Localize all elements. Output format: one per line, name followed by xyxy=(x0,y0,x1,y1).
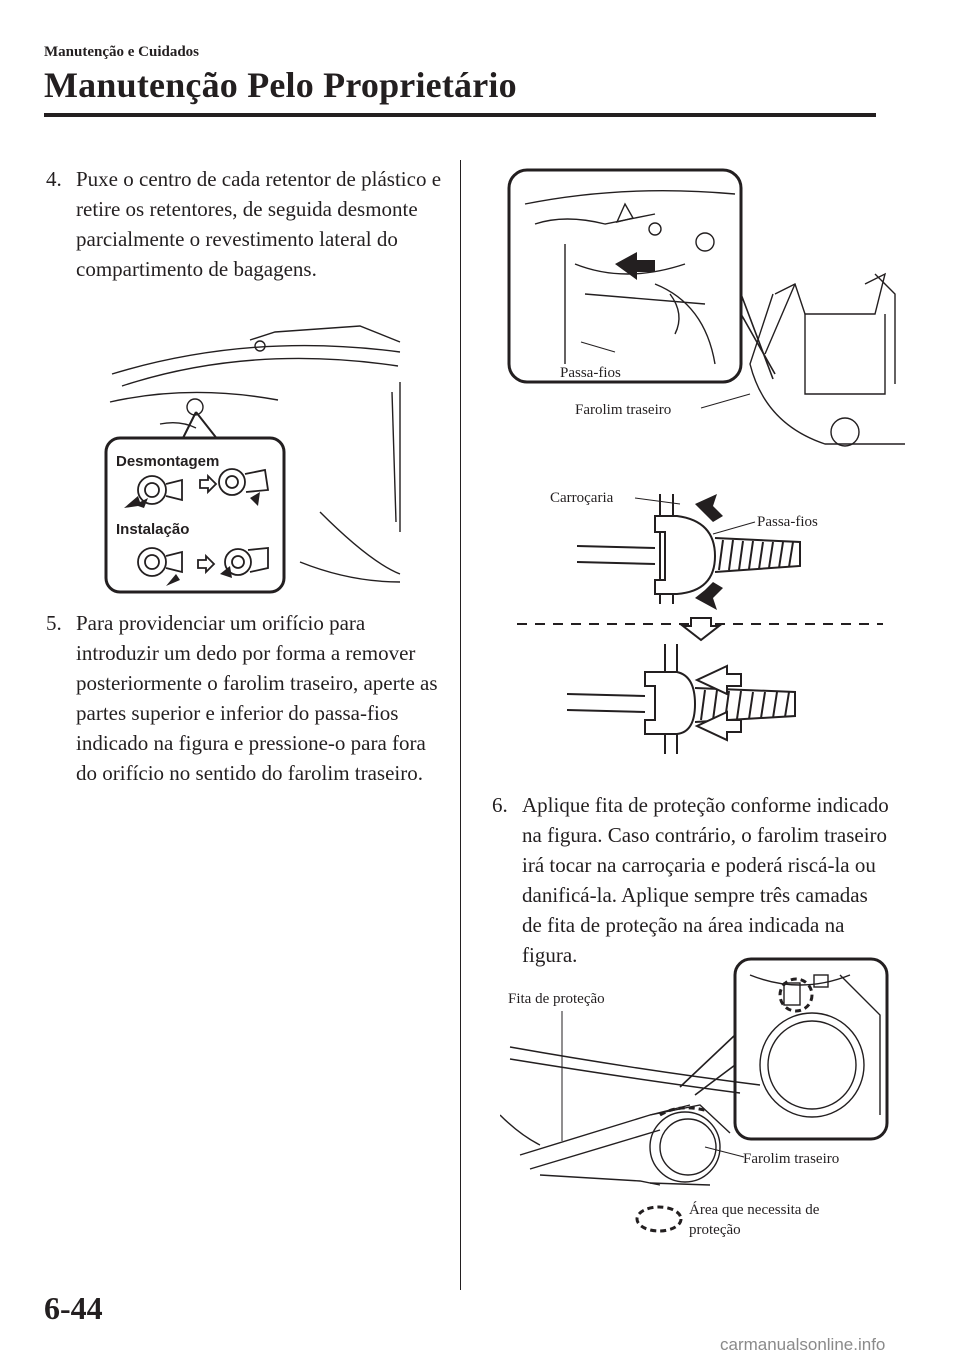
step-text: Puxe o centro de cada retentor de plásti… xyxy=(76,167,442,281)
grommet-location-figure: Passa-fios Farolim traseiro xyxy=(507,168,905,447)
squeeze-arrow-icon xyxy=(695,494,723,610)
protection-area-marker xyxy=(778,977,814,1013)
grommet-detail-figure: Carroçaria Passa-fios xyxy=(517,490,883,754)
body-label: Carroçaria xyxy=(550,490,614,506)
step-number: 6. xyxy=(492,793,508,817)
down-arrow-icon xyxy=(680,617,722,642)
tape-label: Fita de proteção xyxy=(508,991,605,1007)
grommet-label: Passa-fios xyxy=(560,365,621,381)
pointer-arrow-icon xyxy=(615,252,655,280)
step-5: 5. Para providenciar um orifício para in… xyxy=(46,608,446,788)
header-rule xyxy=(44,113,876,117)
step-number: 4. xyxy=(46,167,62,191)
grommet-detail-label: Passa-fios xyxy=(757,514,818,530)
step-4: 4. Puxe o centro de cada retentor de plá… xyxy=(46,164,446,284)
area-label-line1: Área que necessita de xyxy=(689,1201,820,1218)
step-number: 5. xyxy=(46,611,62,635)
step-text: Aplique fita de proteção conforme indica… xyxy=(522,793,889,967)
rear-light-label: Farolim traseiro xyxy=(575,402,671,418)
chapter-title: Manutenção Pelo Proprietário xyxy=(44,65,517,105)
removal-label: Desmontagem xyxy=(116,453,219,470)
push-arrow-icon xyxy=(124,492,260,586)
protection-area-legend-icon xyxy=(635,1205,683,1233)
column-divider xyxy=(460,160,461,1290)
press-arrow-icon xyxy=(694,664,742,742)
step-text: Para providenciar um orifício para intro… xyxy=(76,611,438,785)
step-6: 6. Aplique fita de proteção conforme ind… xyxy=(492,790,892,970)
installation-label: Instalação xyxy=(116,521,189,538)
page-number: 6-44 xyxy=(44,1290,103,1326)
tape-rear-light-label: Farolim traseiro xyxy=(743,1151,839,1167)
area-label-line2: proteção xyxy=(689,1222,741,1238)
section-label: Manutenção e Cuidados xyxy=(44,44,200,60)
watermark: carmanualsonline.info xyxy=(720,1335,886,1354)
retainer-figure: Desmontagem Instalação xyxy=(104,325,401,594)
tape-figure: Fita de proteção Farolim traseiro Área q… xyxy=(500,957,889,1238)
